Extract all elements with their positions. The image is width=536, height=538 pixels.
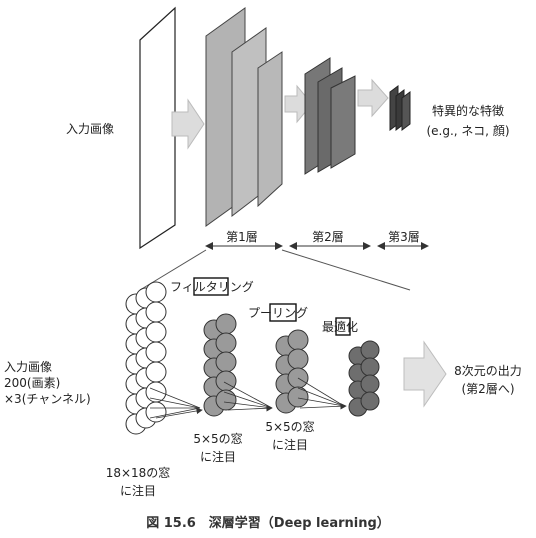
connection-line [223,401,273,409]
window-18-label-1: 18×18の窓 [105,466,171,480]
connection-line [149,407,201,419]
layer1-plane-front [257,51,283,208]
connection-line [297,387,345,407]
connection-line [223,381,273,409]
filter-neuron [215,332,237,354]
top-output-label-2: (e.g., ネコ, 顔) [426,124,510,138]
connection-line [149,387,201,409]
block-arrow-3 [357,78,389,118]
layer-3-label: 第3層 [388,230,420,244]
input-image-plane [139,6,176,250]
pool-neuron [287,386,309,408]
connection-arrow-2 [227,405,273,412]
figure-caption: 図 15.6 深層学習（Deep learning） [146,516,390,531]
output-block-arrow [403,340,447,408]
optimization-label: 最適化 [322,320,359,334]
opt-neuron [360,357,380,377]
filter-neuron [215,351,237,373]
neuron-columns [125,281,380,435]
input-neuron [145,401,167,423]
filter-neuron [215,370,237,392]
input-neuron [145,301,167,323]
pooling-highlight-box [269,303,297,322]
top-input-label: 入力画像 [66,122,115,136]
output-label-1: 8次元の出力 [454,364,522,378]
opt-neuron [360,391,380,411]
filtering-label: フィルタリング [170,280,254,294]
window-18-label-2: に注目 [119,484,156,498]
connection-line [223,391,273,409]
output-label-2: (第2層へ) [461,382,515,396]
opt-neuron [360,374,380,394]
connection-line [149,397,201,409]
input-neuron [145,341,167,363]
input-neuron [145,361,167,383]
connection-arrow-1 [155,407,203,419]
pooling-label: プーリング [248,306,309,320]
connection-line [297,377,345,407]
filter-neuron [215,389,237,411]
bottom-input-label-2: 200(画素) [4,376,61,390]
connection-arrow-3 [299,403,347,410]
zoom-line-right [281,249,411,291]
window-5a-label-1: 5×5の窓 [193,432,243,446]
connection-lines [149,377,347,419]
pool-neuron [287,329,309,351]
filtering-highlight-box [193,277,229,296]
input-neuron [145,321,167,343]
opt-neuron [360,340,380,360]
layer3-plane-front [401,91,411,131]
connection-line [297,397,345,407]
window-5a-label-2: に注目 [199,450,236,464]
block-arrow-1 [171,98,205,150]
optimization-highlight-box [335,317,351,336]
filter-neuron [215,313,237,335]
top-output-label-1: 特異的な特徴 [431,104,504,118]
bottom-input-label-1: 入力画像 [4,360,53,374]
window-5b-label-2: に注目 [271,438,308,452]
layer-1-label: 第1層 [226,230,258,244]
window-5b-label-1: 5×5の窓 [265,420,315,434]
layer-2-label: 第2層 [312,230,344,244]
bottom-input-label-3: ×3(チャンネル) [4,392,91,406]
layer2-plane-front [330,75,356,169]
input-neuron [145,281,167,303]
pool-neuron [287,348,309,370]
